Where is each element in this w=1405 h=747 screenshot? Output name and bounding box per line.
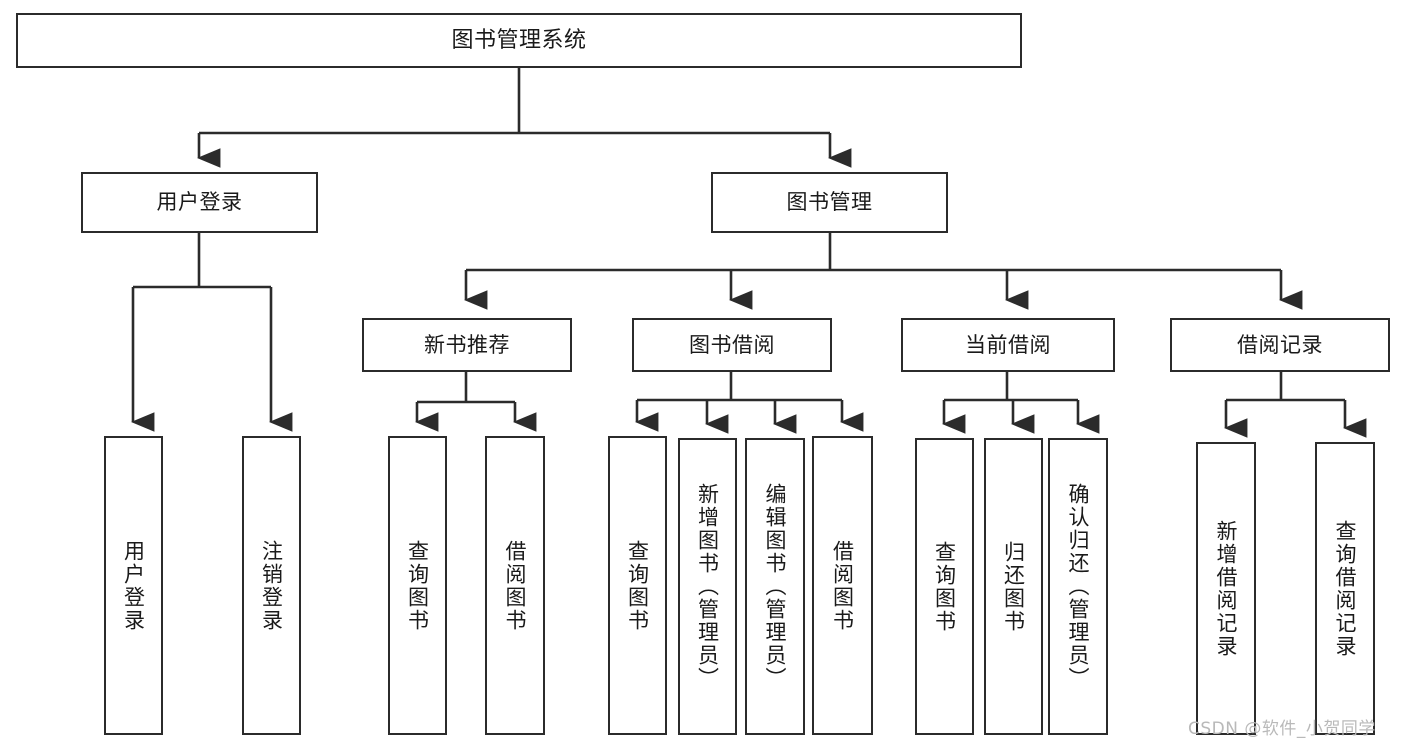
leaf-current-confirm-return-label: 确认归还（管理员） [1066,483,1091,690]
leaf-borrow-borrow-book[interactable]: 借阅图书 [812,436,873,735]
node-root-system[interactable]: 图书管理系统 [16,13,1022,68]
leaf-logout[interactable]: 注销登录 [242,436,301,735]
leaf-newbook-query-book-label: 查询图书 [405,539,430,632]
node-root-label: 图书管理系统 [451,27,587,53]
node-book-management-label: 图书管理 [786,190,873,215]
node-borrow-record[interactable]: 借阅记录 [1170,318,1390,372]
leaf-borrow-edit-book-label: 编辑图书（管理员） [763,483,788,690]
leaf-borrow-borrow-book-label: 借阅图书 [830,539,855,632]
leaf-borrow-query-book-label: 查询图书 [625,539,650,632]
node-new-book-recommend-label: 新书推荐 [424,332,510,357]
leaf-current-return-book-label: 归还图书 [1001,540,1026,633]
node-user-login-label: 用户登录 [156,190,243,215]
leaf-newbook-borrow-book-label: 借阅图书 [503,539,528,632]
node-book-borrow-label: 图书借阅 [689,332,775,357]
leaf-record-query-record[interactable]: 查询借阅记录 [1315,442,1375,735]
leaf-record-add-record[interactable]: 新增借阅记录 [1196,442,1256,735]
node-book-borrow[interactable]: 图书借阅 [632,318,832,372]
node-current-borrow[interactable]: 当前借阅 [901,318,1115,372]
csdn-watermark: CSDN @软件_小贺同学 [1188,719,1376,739]
leaf-current-return-book[interactable]: 归还图书 [984,438,1043,735]
leaf-borrow-add-book-label: 新增图书（管理员） [695,483,720,690]
leaf-current-query-book-label: 查询图书 [932,540,957,633]
leaf-newbook-query-book[interactable]: 查询图书 [388,436,447,735]
leaf-current-query-book[interactable]: 查询图书 [915,438,974,735]
leaf-record-query-record-label: 查询借阅记录 [1333,519,1358,658]
leaf-newbook-borrow-book[interactable]: 借阅图书 [485,436,545,735]
node-new-book-recommend[interactable]: 新书推荐 [362,318,572,372]
node-user-login[interactable]: 用户登录 [81,172,318,233]
leaf-borrow-query-book[interactable]: 查询图书 [608,436,667,735]
node-borrow-record-label: 借阅记录 [1237,332,1323,357]
node-book-management[interactable]: 图书管理 [711,172,948,233]
leaf-logout-label: 注销登录 [259,539,284,632]
node-current-borrow-label: 当前借阅 [965,332,1051,357]
leaf-current-confirm-return[interactable]: 确认归还（管理员） [1048,438,1108,735]
leaf-borrow-add-book[interactable]: 新增图书（管理员） [678,438,737,735]
leaf-record-add-record-label: 新增借阅记录 [1214,519,1239,658]
leaf-borrow-edit-book[interactable]: 编辑图书（管理员） [745,438,805,735]
leaf-user-login[interactable]: 用户登录 [104,436,163,735]
leaf-user-login-label: 用户登录 [121,539,146,632]
